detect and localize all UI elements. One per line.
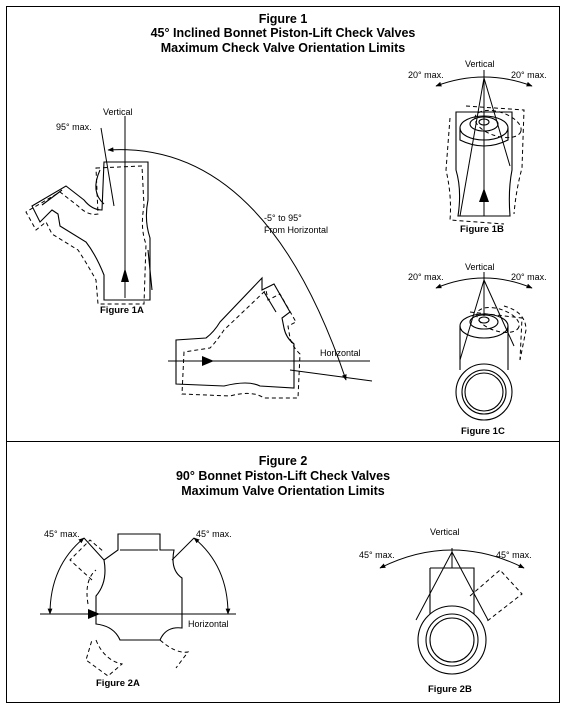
fig1b-vertical-label: Vertical	[465, 59, 495, 69]
fig1b-valve-outline	[445, 105, 525, 225]
fig1b-right-max: 20° max.	[511, 70, 547, 80]
fig1a-vertical-label: Vertical	[103, 107, 133, 117]
fig1c-right-max: 20° max.	[511, 272, 547, 282]
fig1c-left-max: 20° max.	[408, 272, 444, 282]
fig2b-left-max: 45° max.	[359, 550, 395, 560]
figure-frame	[6, 6, 560, 703]
fig1c-vertical-label: Vertical	[465, 262, 495, 272]
fig1a-valve-horizontal	[175, 276, 295, 389]
fig1a-valve-horizontal-outline	[181, 289, 301, 399]
fig1a-axes	[100, 116, 347, 381]
figure1-subtitle: Maximum Check Valve Orientation Limits	[160, 41, 406, 55]
fig1c-valve-outline	[469, 305, 527, 361]
figure1-title: 45° Inclined Bonnet Piston-Lift Check Va…	[150, 26, 416, 40]
fig1b-flow-arrow	[479, 188, 489, 202]
fig1a-caption: Figure 1A	[100, 305, 144, 316]
fig2a-flow-arrow	[88, 609, 100, 619]
fig1b-caption: Figure 1B	[460, 224, 504, 235]
fig2a-horizontal-label: Horizontal	[188, 619, 229, 629]
fig1a-range-label-2: From Horizontal	[264, 225, 329, 235]
fig2a-valve-outline	[69, 539, 190, 677]
fig2b-arc	[379, 548, 525, 621]
figure1-title-number: Figure 1	[258, 12, 308, 26]
fig1c-caption: Figure 1C	[461, 426, 505, 437]
figure2-title: 90° Bonnet Piston-Lift Check Valves	[175, 469, 391, 483]
fig1a-flow-arrow	[121, 268, 129, 282]
figure2-title-number: Figure 2	[258, 454, 308, 468]
fig2b-vertical-label: Vertical	[430, 527, 460, 537]
fig1b-valve	[455, 111, 513, 217]
fig2a-arcs	[40, 537, 236, 615]
fig2b-valve	[417, 567, 487, 675]
fig2b-caption: Figure 2B	[428, 684, 472, 695]
fig1a-flow-arrow-horizontal	[202, 356, 214, 366]
fig2b-valve-outline	[469, 569, 523, 623]
figure2-subtitle: Maximum Valve Orientation Limits	[181, 484, 385, 498]
fig1b-left-max: 20° max.	[408, 70, 444, 80]
fig2a-caption: Figure 2A	[96, 678, 140, 689]
fig2b-right-max: 45° max.	[496, 550, 532, 560]
section-divider	[6, 441, 560, 442]
fig1a-range-label: -5° to 95°	[264, 213, 302, 223]
fig1c-valve	[455, 313, 513, 421]
fig2a-right-max: 45° max.	[196, 529, 232, 539]
fig1a-horizontal-label: Horizontal	[320, 348, 361, 358]
fig1a-max-label: 95° max.	[56, 122, 92, 132]
fig1a-valve-vertical-outline	[25, 165, 147, 305]
fig2a-valve	[95, 533, 183, 641]
fig1a-horizontal-axes	[168, 360, 373, 382]
fig1c-arc	[435, 272, 533, 361]
fig2a-left-max: 45° max.	[44, 529, 80, 539]
